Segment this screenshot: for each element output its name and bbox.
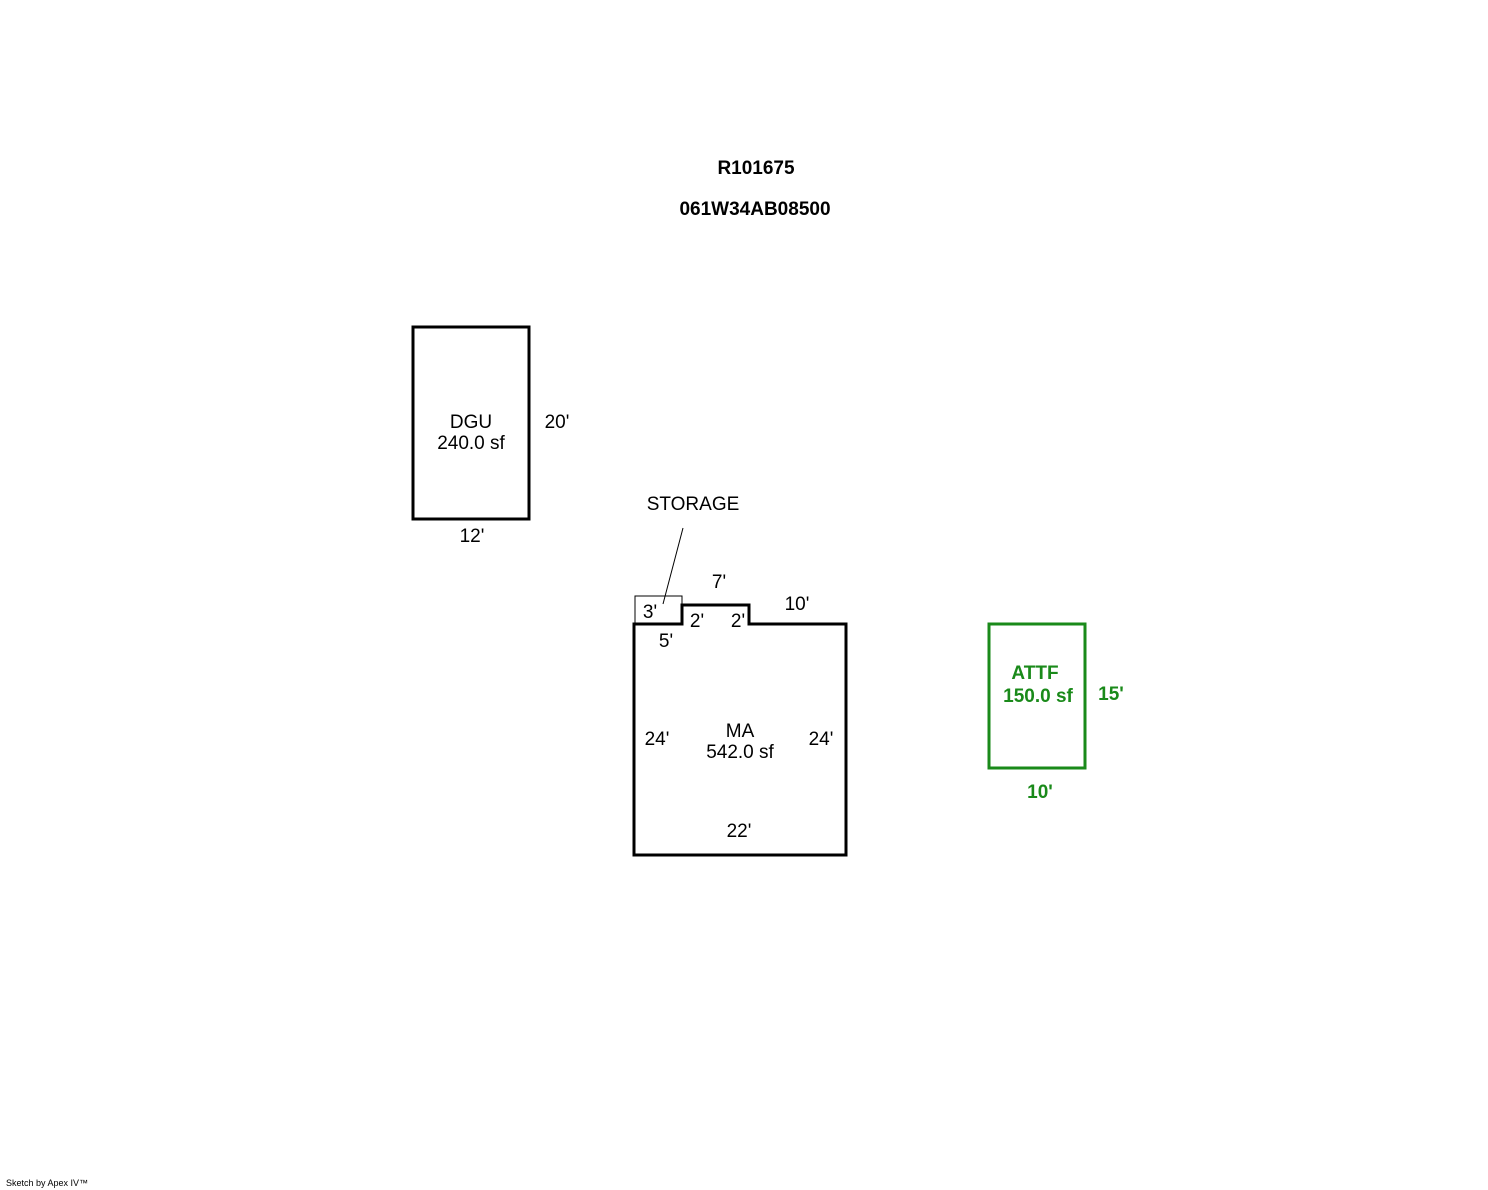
- ma-dim-bump-left: 2': [690, 611, 704, 632]
- ma-outline: [632, 603, 848, 857]
- attf-code: ATTF: [1011, 663, 1058, 684]
- dgu-area: 240.0 sf: [437, 433, 505, 454]
- ma-dim-bump-top: 7': [712, 572, 726, 593]
- parcel-id: 061W34AB08500: [679, 199, 830, 220]
- ma-dim-bottom: 22': [727, 821, 752, 842]
- dgu-dim-bottom: 12': [460, 526, 485, 547]
- ma-dim-right: 24': [809, 729, 834, 750]
- footer-credit: Sketch by Apex IV™: [6, 1178, 89, 1188]
- ma-dim-bump-right: 2': [731, 611, 745, 632]
- ma-code: MA: [726, 721, 755, 742]
- attf-dim-side: 15': [1098, 684, 1124, 705]
- ma-dim-top-right: 10': [785, 594, 810, 615]
- attf-dim-bottom: 10': [1027, 782, 1053, 803]
- dgu-outline: [411, 325, 531, 521]
- attf-outline: [987, 622, 1087, 770]
- storage-dim: 3': [643, 602, 657, 623]
- ma-dim-top-left: 5': [659, 631, 673, 652]
- attf-area: 150.0 sf: [1003, 686, 1073, 707]
- ma-dim-left: 24': [645, 729, 670, 750]
- storage-label: STORAGE: [647, 494, 740, 515]
- dgu-dim-side: 20': [545, 412, 570, 433]
- ma-area: 542.0 sf: [706, 742, 774, 763]
- dgu-code: DGU: [450, 412, 492, 433]
- record-id: R101675: [717, 158, 795, 179]
- storage-leader-line: [662, 527, 684, 605]
